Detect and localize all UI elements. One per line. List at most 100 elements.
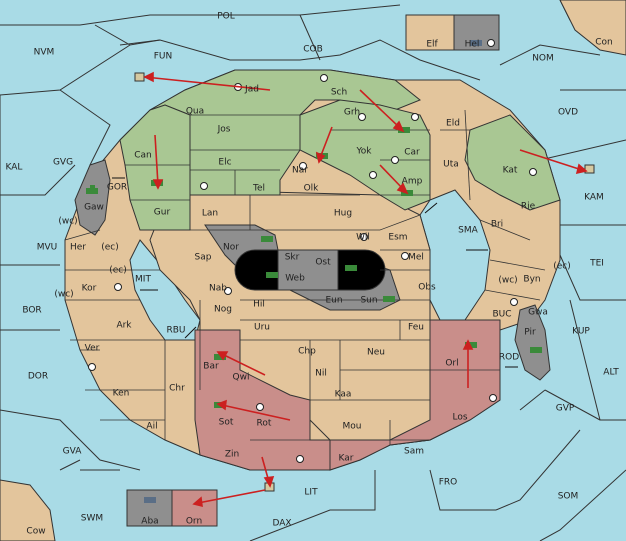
label-POL: POL (217, 12, 235, 22)
red-territory-se (329, 319, 501, 471)
label-Orl: Orl (445, 359, 458, 369)
label-Cow: Cow (26, 527, 45, 537)
label-Sam: Sam (404, 447, 424, 457)
label-Jad: Jad (244, 85, 259, 95)
label-Sot: Sot (219, 418, 234, 428)
label-Grh: Grh (344, 108, 360, 118)
label-Kaa: Kaa (335, 390, 352, 400)
center-box (277, 249, 339, 291)
gray-territory-pir (514, 304, 551, 381)
label-Nab: Nab (209, 284, 227, 294)
label-Gwa: Gwa (528, 308, 548, 318)
unit-army-gaw (86, 185, 98, 194)
label-Mel: Mel (408, 253, 424, 263)
label-OVD: OVD (558, 108, 578, 118)
label-Bar: Bar (203, 362, 219, 372)
label-Elf: Elf (426, 40, 438, 50)
label-Ail: Ail (146, 422, 157, 432)
label-ALT: ALT (603, 368, 619, 378)
label-Chp: Chp (298, 347, 316, 357)
label-Ark: Ark (116, 321, 132, 331)
label-MIT: MIT (135, 275, 151, 285)
label-KAL: KAL (6, 163, 23, 173)
island-con (559, 0, 626, 56)
label-Sch: Sch (331, 88, 347, 98)
label-Nog: Nog (214, 305, 232, 315)
label-Hil: Hil (253, 300, 265, 310)
label-Sap: Sap (195, 253, 212, 263)
label-Wil: Wil (356, 233, 370, 243)
province-borders (64, 109, 546, 445)
label-KUP: KUP (572, 327, 590, 337)
label-Ken: Ken (113, 389, 130, 399)
label-Jos: Jos (217, 125, 231, 135)
label-Car: Car (404, 148, 420, 158)
label-Esm: Esm (388, 233, 407, 243)
label-Kar: Kar (339, 454, 354, 464)
label-wc3: (wc) (498, 276, 517, 286)
label-Ost: Ost (315, 258, 331, 268)
label-ec2: (ec) (109, 266, 127, 276)
label-KAM: KAM (584, 193, 604, 203)
passage-arrows (112, 177, 518, 368)
label-Skr: Skr (285, 253, 300, 263)
label-Can: Can (134, 151, 152, 161)
label-wc2: (wc) (54, 290, 73, 300)
label-Pir: Pir (524, 328, 536, 338)
label-Uru: Uru (254, 323, 270, 333)
label-Rie: Rie (521, 202, 536, 212)
unit-army-sun (383, 296, 395, 302)
label-TEI: TEI (589, 259, 604, 269)
unit-army-ost (345, 265, 357, 271)
inset-top (405, 14, 500, 51)
unit-army-web (266, 272, 278, 278)
unit-fleet-hel (470, 40, 482, 46)
label-SWM: SWM (81, 514, 103, 524)
label-Obs: Obs (418, 283, 436, 293)
label-Con: Con (595, 38, 613, 48)
label-Gaw: Gaw (84, 203, 104, 213)
label-Feu: Feu (408, 323, 424, 333)
label-Chr: Chr (169, 384, 185, 394)
label-Amp: Amp (402, 177, 423, 187)
unit-army-pir (530, 347, 542, 353)
label-NOM: NOM (532, 54, 554, 64)
label-MVU: MVU (37, 243, 58, 253)
label-Sun: Sun (360, 296, 377, 306)
label-COB: COB (303, 45, 323, 55)
label-Bri: Bri (491, 220, 503, 230)
supply-centers (88, 39, 537, 463)
label-Qua: Qua (186, 107, 204, 117)
label-GVA: GVA (63, 447, 83, 457)
label-Nar: Nar (292, 166, 308, 176)
label-ROD: ROD (499, 353, 519, 363)
label-Hug: Hug (334, 209, 352, 219)
label-BUC: BUC (492, 310, 511, 320)
unit-army-orl (465, 342, 477, 348)
label-Eun: Eun (325, 296, 342, 306)
unit-fleet-aba (144, 497, 156, 503)
label-Nil: Nil (315, 369, 327, 379)
label-SOM: SOM (558, 492, 579, 502)
sea-labels: POL NVM FUN COB NOM Con OVD KAL GVG GOR … (6, 12, 620, 537)
label-GVG: GVG (53, 158, 73, 168)
label-BOR: BOR (22, 306, 41, 316)
label-DOR: DOR (28, 372, 48, 382)
label-Byn: Byn (523, 275, 540, 285)
label-Zin: Zin (225, 450, 239, 460)
unit-army-nor (261, 236, 273, 242)
label-Kat: Kat (503, 166, 518, 176)
island-cow (0, 479, 56, 541)
label-Orn: Orn (186, 517, 202, 527)
province-labels: Jad Sch Qua Grh Eld Jos Car Can Yok Uta … (70, 40, 548, 527)
label-Uta: Uta (443, 160, 459, 170)
label-Los: Los (452, 413, 467, 423)
label-LIT: LIT (304, 488, 318, 498)
unit-army-bar (214, 354, 226, 360)
label-Her: Her (70, 243, 86, 253)
label-Olk: Olk (304, 184, 320, 194)
label-Lan: Lan (202, 209, 218, 219)
unit-army-car (398, 127, 410, 133)
